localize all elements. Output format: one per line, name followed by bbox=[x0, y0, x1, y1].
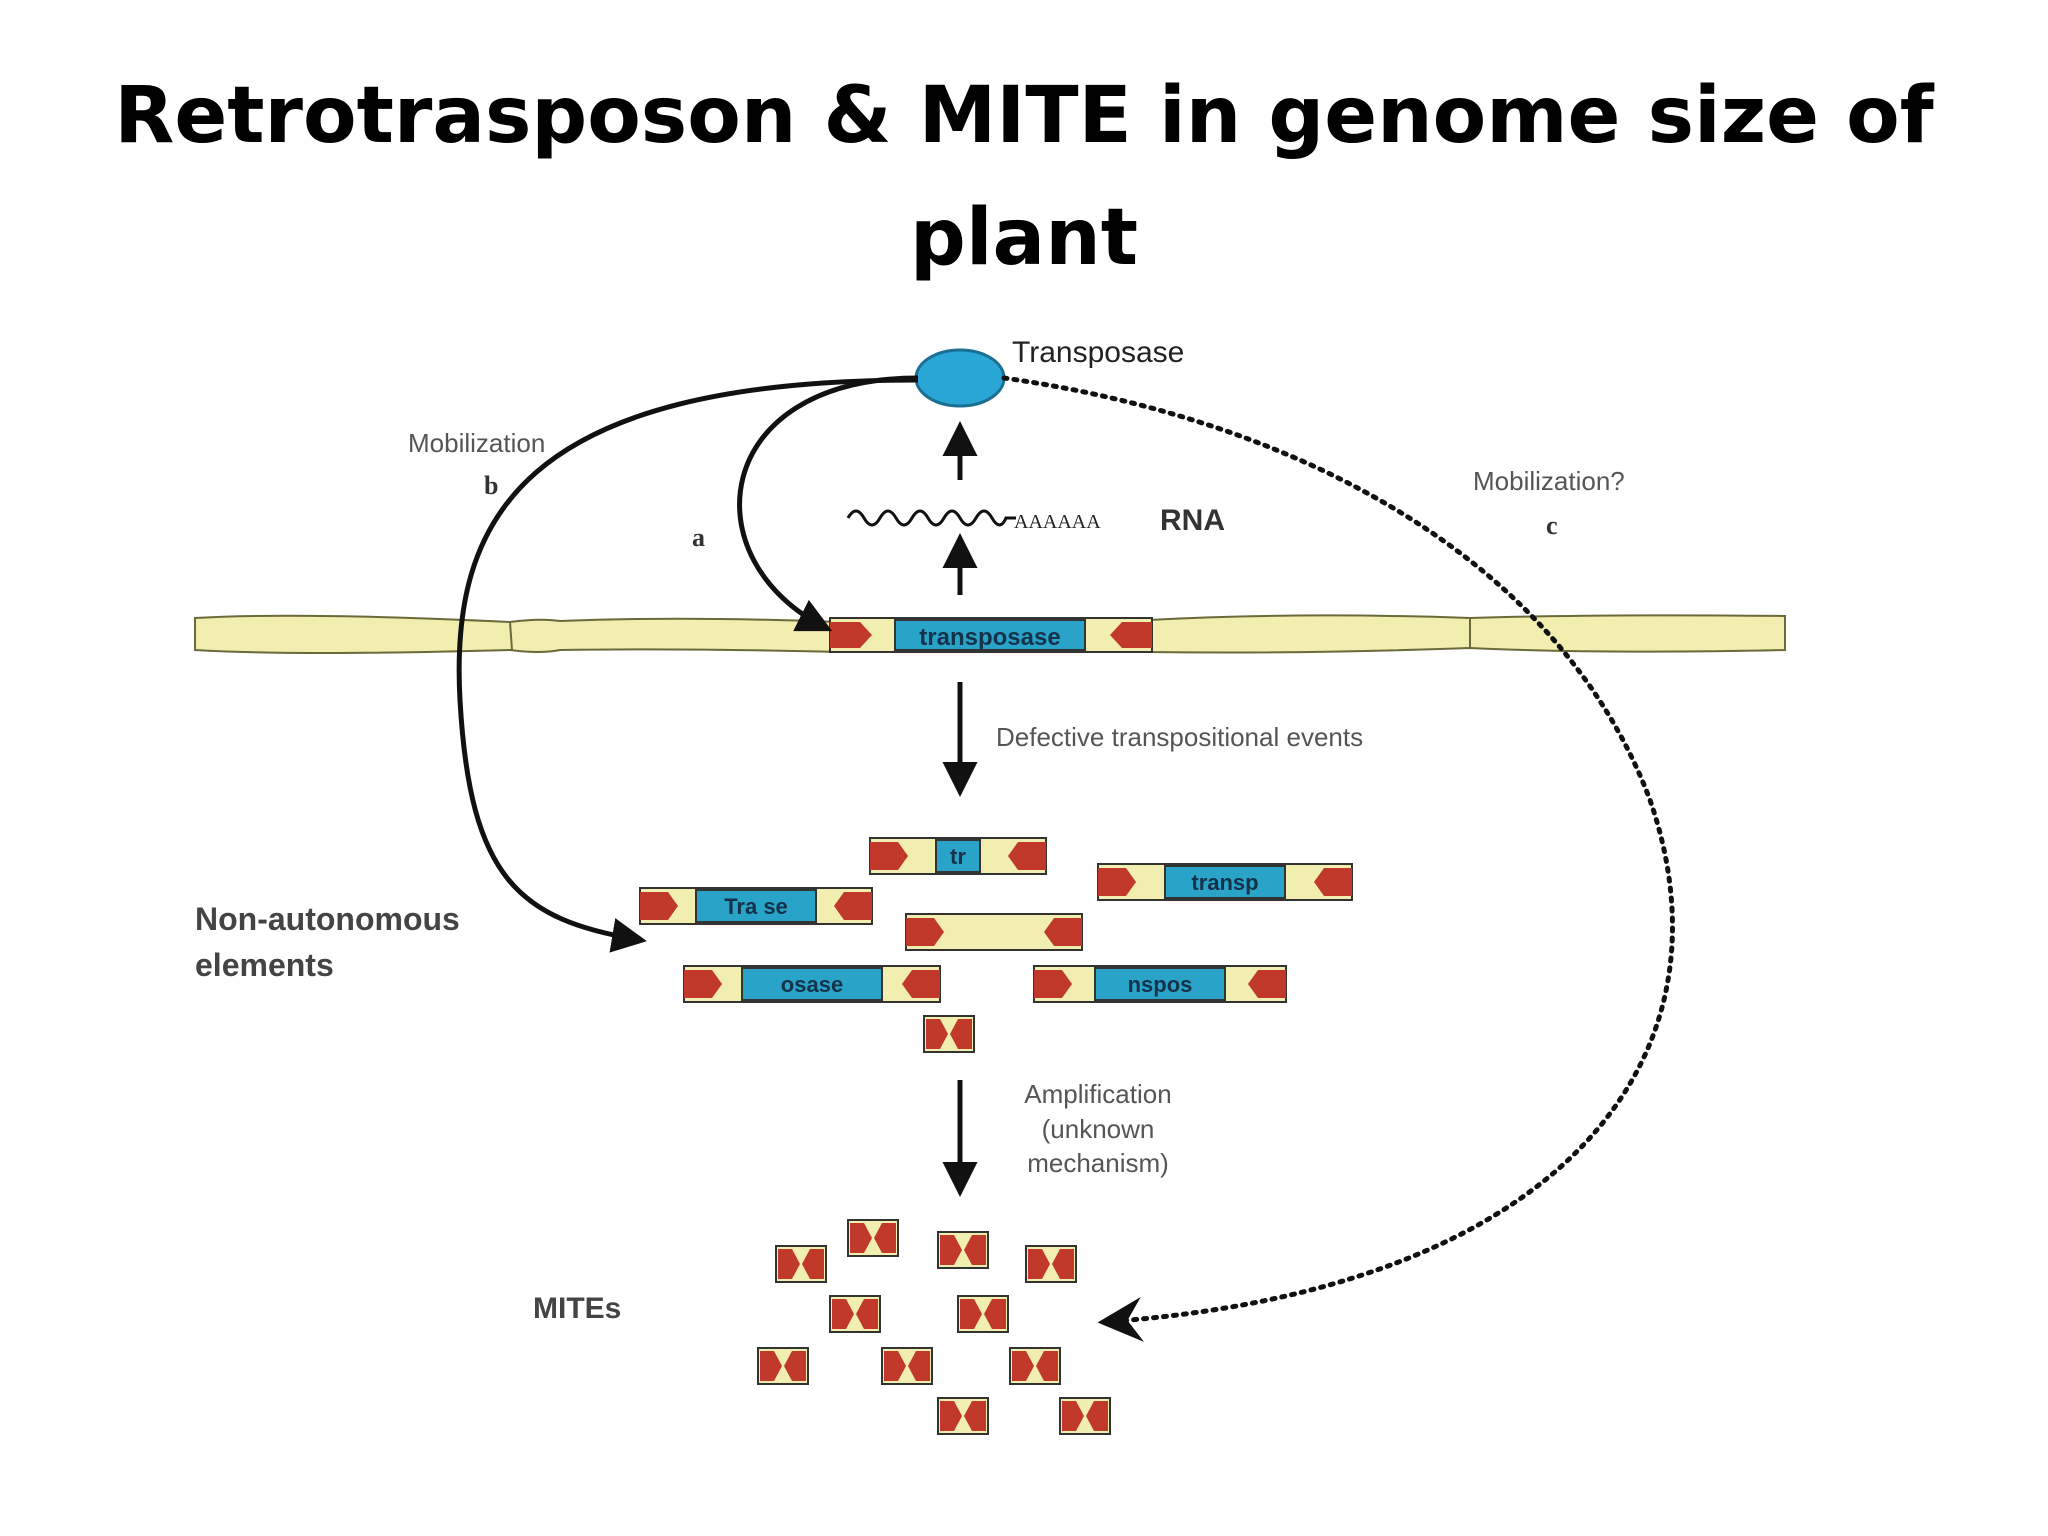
fragment-element: nspos bbox=[1033, 965, 1287, 1003]
amplification-label-line3: mechanism) bbox=[1027, 1148, 1169, 1178]
fragment-element bbox=[905, 913, 1083, 951]
rna-strand-icon bbox=[846, 509, 1016, 527]
fragment-element: transp bbox=[1097, 863, 1353, 901]
mobilization-c-label: Mobilization? bbox=[1473, 466, 1625, 496]
path-c-arrow bbox=[1001, 375, 1675, 1342]
mite-element bbox=[757, 1347, 809, 1385]
mite-element bbox=[937, 1231, 989, 1269]
title-line-1: Retrotrasposon & MITE in genome size of bbox=[114, 71, 1934, 161]
title-line-2: plant bbox=[909, 193, 1139, 283]
path-a-arrow bbox=[737, 375, 919, 632]
transposase-gene-label: transposase bbox=[919, 624, 1060, 651]
transposase-protein-label: Transposase bbox=[1012, 336, 1184, 369]
amplification-label-line2: (unknown bbox=[1042, 1114, 1155, 1144]
mites-label: MITEs bbox=[533, 1292, 621, 1325]
rna-polya-tail: AAAAAA bbox=[1014, 511, 1101, 533]
slide-title: Retrotrasposon & MITE in genome size of … bbox=[0, 55, 2048, 299]
mobilization-b-label: Mobilization bbox=[408, 428, 545, 458]
autonomous-element bbox=[829, 617, 1153, 653]
rna-label: RNA bbox=[1160, 504, 1225, 537]
mite-element bbox=[829, 1295, 881, 1333]
path-b-arrow bbox=[456, 377, 919, 953]
fragment-label: osase bbox=[781, 972, 843, 997]
fragment-label: Tra se bbox=[724, 894, 788, 919]
fragment-label: tr bbox=[950, 844, 966, 869]
mite-element bbox=[1059, 1397, 1111, 1435]
mites-group bbox=[757, 1219, 1111, 1435]
transposase-protein-icon bbox=[914, 348, 1006, 408]
fragment-label: transp bbox=[1191, 870, 1258, 895]
nonautonomous-label-line1: Non-autonomous bbox=[195, 901, 460, 937]
path-c-label: c bbox=[1546, 511, 1558, 540]
mite-element bbox=[1009, 1347, 1061, 1385]
fragment-label: nspos bbox=[1128, 972, 1193, 997]
mite-element bbox=[775, 1245, 827, 1283]
mite-element bbox=[1025, 1245, 1077, 1283]
mite-element bbox=[847, 1219, 899, 1257]
fragment-element: Tra se bbox=[639, 887, 873, 925]
path-b-label: b bbox=[484, 471, 498, 500]
fragment-element: tr bbox=[869, 837, 1047, 875]
mite-element bbox=[957, 1295, 1009, 1333]
fragment-element: osase bbox=[683, 965, 941, 1003]
nonautonomous-label-line2: elements bbox=[195, 947, 334, 983]
mite-element bbox=[881, 1347, 933, 1385]
mite-element bbox=[923, 1015, 975, 1053]
mite-element bbox=[937, 1397, 989, 1435]
path-a-label: a bbox=[692, 523, 705, 552]
defective-events-label: Defective transpositional events bbox=[996, 722, 1363, 752]
amplification-label-line1: Amplification bbox=[1024, 1079, 1171, 1109]
